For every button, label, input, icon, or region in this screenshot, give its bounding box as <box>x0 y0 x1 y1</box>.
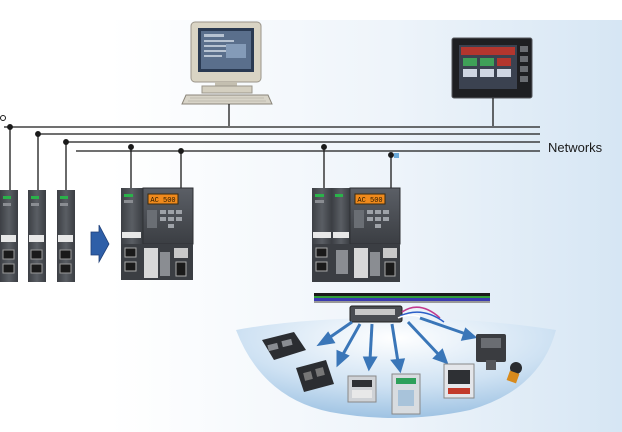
plc-system-1: AC 500 <box>121 187 194 280</box>
hmi-panel <box>451 37 533 126</box>
device-arrows <box>316 316 478 374</box>
plc-display: AC 500 <box>357 197 382 205</box>
communication-module-2 <box>28 190 46 282</box>
field-device-inverter <box>443 363 475 399</box>
connector-marker <box>394 153 399 158</box>
network-bus <box>4 126 540 152</box>
networks-label: Networks <box>548 140 603 155</box>
communication-module-3 <box>57 190 75 282</box>
communication-module-1 <box>0 190 18 282</box>
field-device-drive <box>391 373 421 415</box>
field-device-meter <box>347 375 377 403</box>
flow-arrow-icon <box>90 224 110 264</box>
field-device-io-module <box>296 360 334 392</box>
pc-workstation <box>181 21 273 126</box>
bus-drops <box>7 124 394 193</box>
field-device-sensor <box>476 334 522 384</box>
plc-system-2: AC 500 <box>312 187 401 282</box>
field-device-gateway <box>262 332 306 360</box>
bus-terminator <box>0 115 6 121</box>
plc-display: AC 500 <box>150 197 175 205</box>
io-connector-block <box>349 305 445 325</box>
fieldbus-cable <box>314 293 490 303</box>
